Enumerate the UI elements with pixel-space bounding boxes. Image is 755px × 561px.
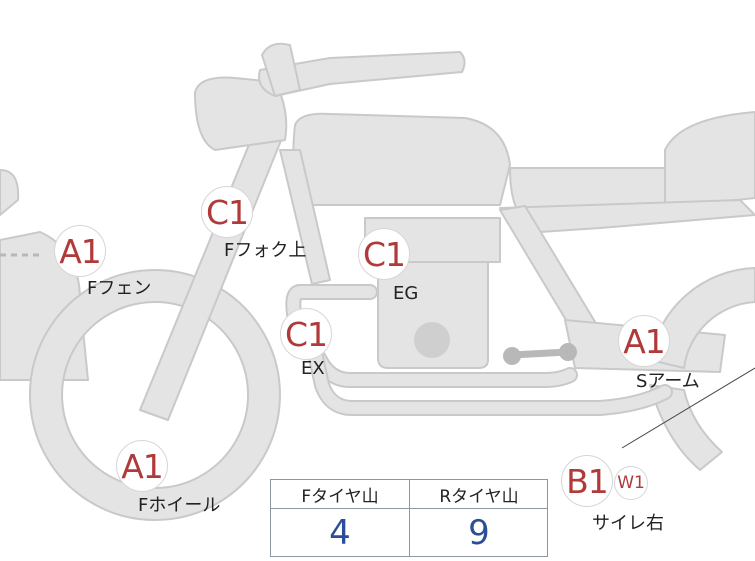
front-tire-value: 4 (329, 512, 351, 553)
headlight (194, 76, 288, 151)
grade-badge-f-fender: A1 (54, 225, 106, 277)
rear-tire-header: Rタイヤ山 (439, 486, 519, 507)
footrest-bar (508, 348, 572, 359)
grade-badge-f-fork-upper: C1 (201, 186, 253, 238)
part-label-f-fender: Fフェン (87, 278, 152, 299)
table-divider-vertical (409, 480, 410, 556)
part-label-engine: EG (393, 283, 419, 304)
grade-badge-muffler-right-extra: W1 (614, 466, 648, 500)
front-wheel (28, 269, 281, 521)
grade-badge-engine: C1 (358, 228, 410, 280)
footrest-right (559, 343, 577, 361)
handlebar (258, 51, 466, 97)
footrest-left (503, 347, 521, 365)
part-label-muffler-right: サイレ右 (592, 513, 664, 534)
part-label-exhaust: EX (301, 358, 325, 379)
grade-badge-f-wheel: A1 (116, 440, 168, 492)
front-tire-header: Fタイヤ山 (301, 486, 379, 507)
grade-badge-muffler-right: B1 (561, 455, 613, 507)
part-label-f-fork-upper: Fフォク上 (224, 240, 307, 261)
engine-block (377, 261, 489, 369)
frame-tube (279, 149, 331, 285)
muffler-leader (621, 367, 755, 449)
rear-cowl (664, 111, 755, 211)
tire-tread-table: Fタイヤ山 Rタイヤ山 4 9 (270, 479, 548, 557)
grade-badge-exhaust: C1 (280, 308, 332, 360)
fuel-tank (292, 112, 511, 206)
rear-tire-value: 9 (468, 512, 490, 553)
part-label-s-arm: Sアーム (636, 371, 700, 392)
front-fender-top (0, 169, 20, 216)
engine-cover (414, 322, 450, 358)
exhaust-pipe-upper-fill (287, 286, 576, 386)
exhaust-pipe-lower-fill (304, 324, 671, 414)
grade-badge-s-arm: A1 (618, 315, 670, 367)
handlebar-stem (261, 42, 301, 97)
part-label-f-wheel: Fホイール (138, 495, 221, 516)
